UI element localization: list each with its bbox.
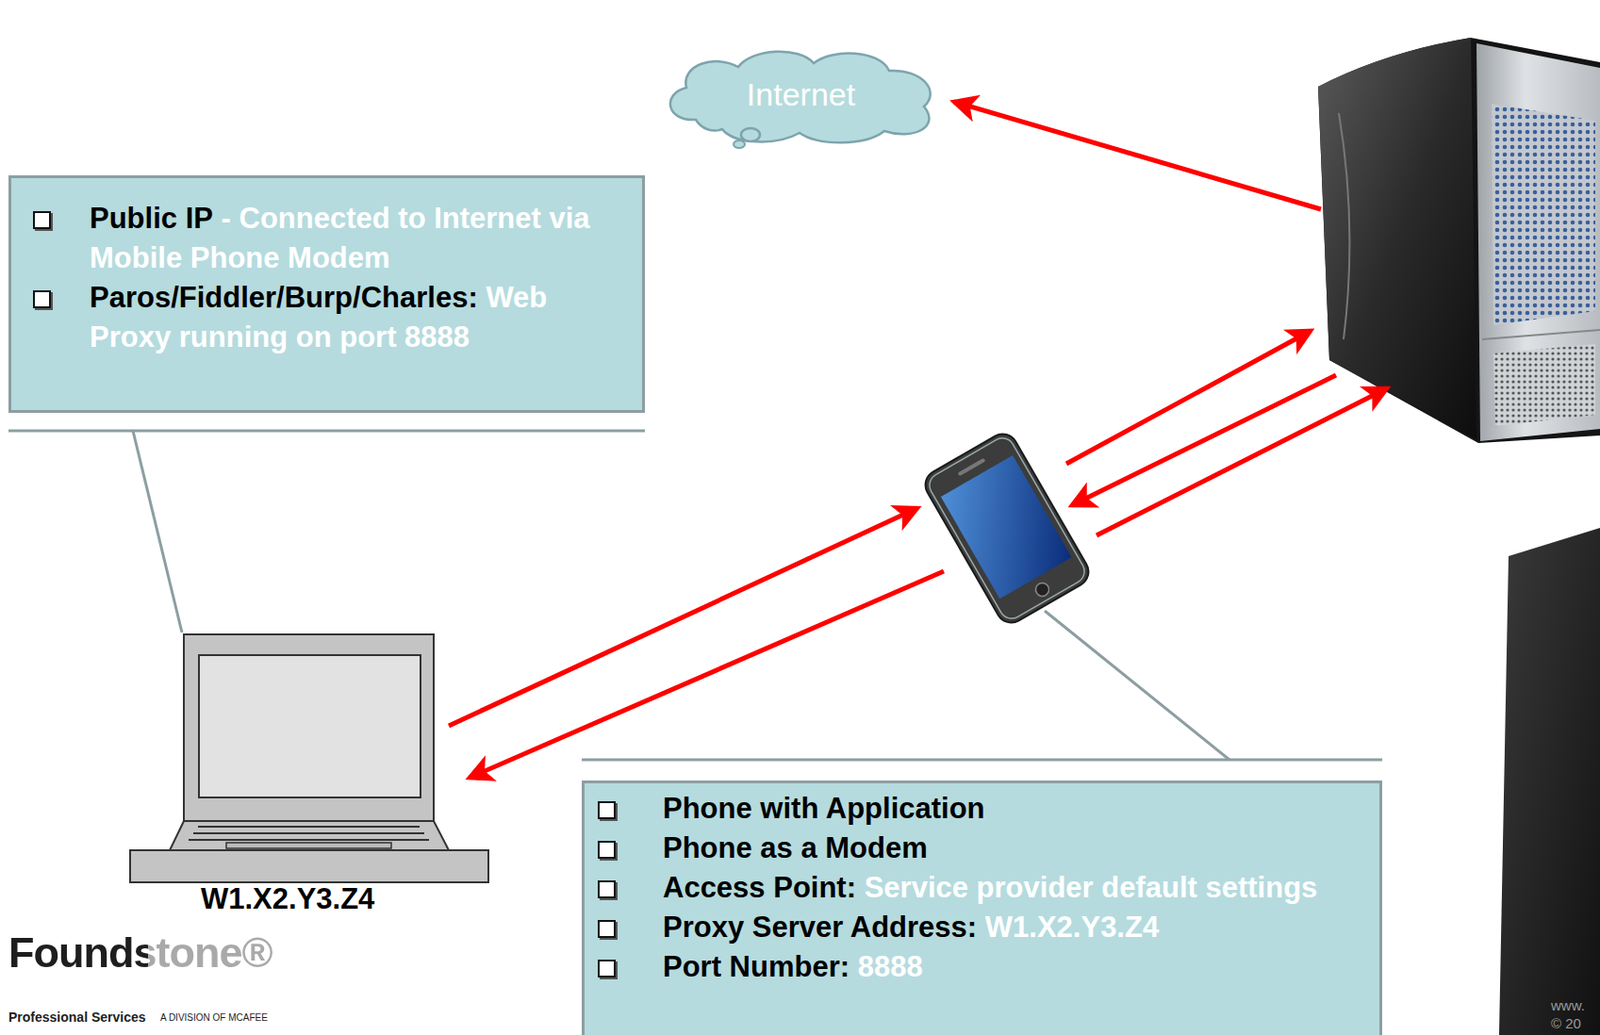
bullet-item: Access Point:Service provider default se… (584, 868, 1367, 908)
phone-illustration (920, 428, 1095, 629)
footer-copyright: © 20 (1550, 1015, 1582, 1032)
side-strip (1499, 527, 1600, 1035)
bullet-item: Phone as a Modem (584, 828, 1367, 869)
callout-box: Public IP- Connected to Internet via Mob… (8, 175, 645, 413)
checkbox-bullet (597, 880, 616, 899)
cloud-label: Internet (746, 76, 856, 114)
callout-box: Phone with ApplicationPhone as a ModemAc… (581, 780, 1383, 1035)
item-heading: Phone with Application (662, 791, 986, 825)
item-heading: Proxy Server Address: (662, 910, 977, 944)
bullet-item: Public IP- Connected to Internet via Mob… (11, 198, 629, 279)
checkbox-bullet (32, 290, 51, 309)
ip-address-label: W1.X2.Y3.Z4 (200, 882, 375, 917)
bullet-item: Port Number:8888 (584, 947, 1367, 988)
bullet-item: Paros/Fiddler/Burp/Charles:Web Proxy run… (11, 278, 629, 358)
item-heading: Phone as a Modem (662, 831, 928, 865)
item-detail: W1.X2.Y3.Z4 (985, 910, 1159, 944)
bullet-item: Phone with Application (584, 789, 1367, 829)
item-heading: Port Number: (662, 950, 850, 984)
item-heading: Paros/Fiddler/Burp/Charles: (89, 280, 479, 314)
logo-wordmark: Foundstone® (8, 928, 273, 978)
server-illustration (1318, 37, 1600, 444)
item-detail: 8888 (857, 950, 924, 984)
checkbox-bullet (597, 841, 616, 859)
item-detail: Service provider default settings (864, 871, 1319, 905)
item-heading: Public IP (89, 201, 214, 235)
leader-lines (8, 430, 1383, 760)
checkbox-bullet (597, 801, 616, 820)
checkbox-bullet (597, 920, 616, 939)
laptop-illustration (130, 634, 489, 883)
footer-url: www. (1550, 997, 1585, 1014)
checkbox-bullet (597, 959, 616, 978)
bullet-item: Proxy Server Address:W1.X2.Y3.Z4 (584, 907, 1367, 948)
cloud-node: Internet (658, 46, 944, 149)
item-heading: Access Point: (662, 871, 857, 905)
checkbox-bullet (32, 211, 51, 230)
logo-tagline: Professional Services (8, 1009, 147, 1025)
logo-division: A DIVISION OF MCAFEE (160, 1012, 268, 1023)
